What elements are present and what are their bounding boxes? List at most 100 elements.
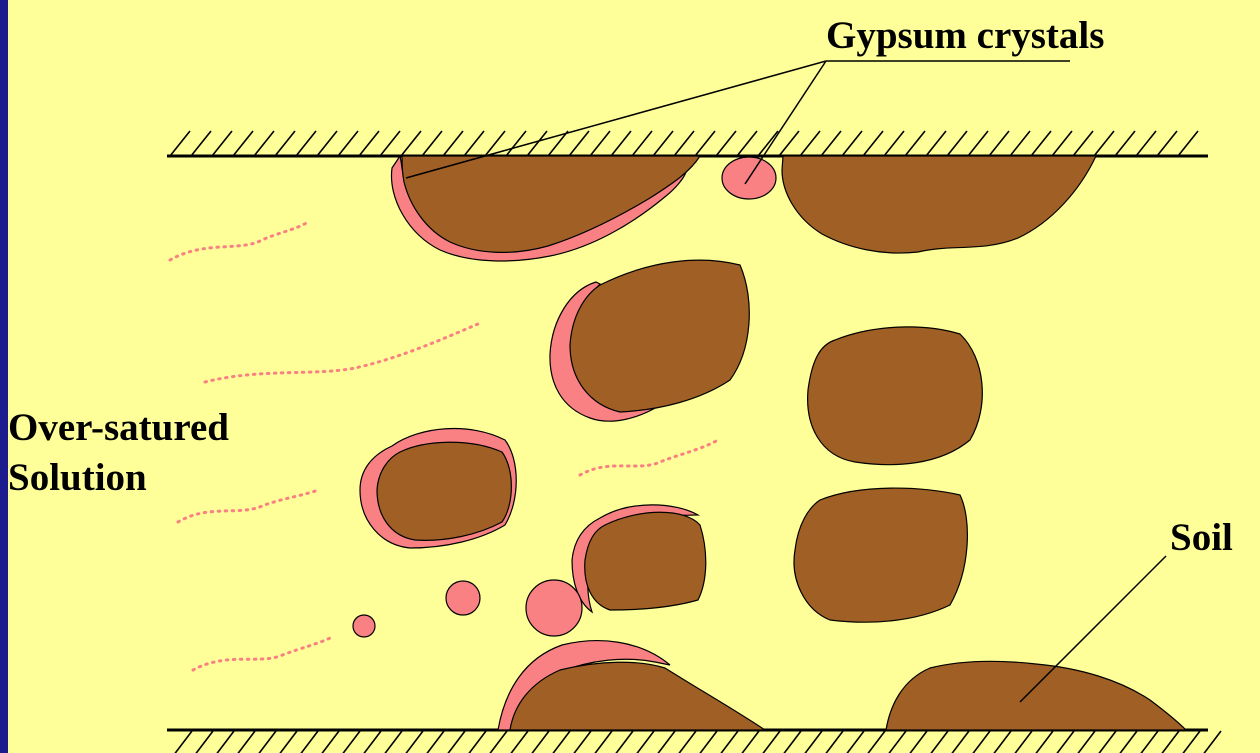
hatch-mark: [968, 131, 988, 156]
hatch-mark: [1157, 131, 1177, 156]
hatch-mark: [548, 131, 568, 156]
hatch-mark: [1031, 131, 1051, 156]
hatch-mark: [380, 731, 402, 753]
hatch-mark: [884, 131, 904, 156]
hatch-mark: [821, 731, 843, 753]
hatch-mark: [1136, 731, 1158, 753]
hatch-mark: [275, 731, 297, 753]
solution-label-line1: Over-satured: [8, 406, 229, 449]
soil-particle: [585, 512, 706, 610]
hatch-mark: [1178, 131, 1198, 156]
hatch-mark: [233, 131, 253, 156]
hatch-mark: [821, 131, 841, 156]
hatch-mark: [1136, 131, 1156, 156]
hatch-mark: [863, 131, 883, 156]
hatch-mark: [989, 131, 1009, 156]
hatch-mark: [968, 731, 990, 753]
hatch-mark: [800, 731, 822, 753]
hatch-mark: [275, 131, 295, 156]
hatch-mark: [1052, 131, 1072, 156]
hatch-mark: [380, 131, 400, 156]
hatch-mark: [422, 731, 444, 753]
hatch-mark: [779, 731, 801, 753]
hatch-mark: [863, 731, 885, 753]
hatch-mark: [905, 131, 925, 156]
hatch-mark: [1094, 731, 1116, 753]
hatch-mark: [590, 131, 610, 156]
hatch-mark: [485, 131, 505, 156]
hatch-mark: [926, 131, 946, 156]
hatch-mark: [443, 131, 463, 156]
hatch-mark: [842, 731, 864, 753]
flow-trace: [170, 222, 308, 260]
hatch-mark: [464, 131, 484, 156]
hatch-mark: [506, 131, 526, 156]
soil-particle: [377, 442, 511, 540]
flow-trace: [580, 440, 718, 475]
hatch-mark: [800, 131, 820, 156]
hatch-mark: [758, 731, 780, 753]
hatch-mark: [632, 131, 652, 156]
hatch-mark: [317, 731, 339, 753]
hatch-mark: [254, 731, 276, 753]
hatch-mark: [716, 131, 736, 156]
soil-particle: [794, 488, 967, 622]
hatch-mark: [191, 131, 211, 156]
hatch-mark: [779, 131, 799, 156]
hatch-mark: [884, 731, 906, 753]
hatch-mark: [653, 131, 673, 156]
hatch-mark: [296, 731, 318, 753]
hatch-mark: [1010, 731, 1032, 753]
bottom-wall-hatching: [170, 731, 1221, 753]
hatch-mark: [653, 731, 675, 753]
soil-particle: [808, 327, 983, 465]
hatch-mark: [1073, 131, 1093, 156]
hatch-mark: [905, 731, 927, 753]
hatch-mark: [254, 131, 274, 156]
hatch-mark: [401, 731, 423, 753]
hatch-mark: [758, 131, 778, 156]
hatch-mark: [1031, 731, 1053, 753]
hatch-mark: [443, 731, 465, 753]
hatch-mark: [569, 731, 591, 753]
hatch-mark: [1157, 731, 1179, 753]
flow-trace: [178, 490, 318, 522]
hatch-mark: [674, 131, 694, 156]
hatch-mark: [548, 731, 570, 753]
hatch-mark: [359, 131, 379, 156]
gypsum-crystals-label: Gypsum crystals: [826, 14, 1104, 57]
soil-particle: [886, 661, 1186, 730]
hatch-mark: [485, 731, 507, 753]
hatch-mark: [947, 731, 969, 753]
hatch-mark: [1052, 731, 1074, 753]
hatch-mark: [569, 131, 589, 156]
hatch-mark: [359, 731, 381, 753]
flow-trace: [205, 324, 478, 382]
hatch-mark: [590, 731, 612, 753]
hatch-mark: [506, 731, 528, 753]
hatch-mark: [170, 731, 192, 753]
hatch-mark: [212, 731, 234, 753]
hatch-mark: [1115, 731, 1137, 753]
hatch-mark: [716, 731, 738, 753]
hatch-mark: [842, 131, 862, 156]
hatch-mark: [296, 131, 316, 156]
hatch-mark: [632, 731, 654, 753]
hatch-mark: [926, 731, 948, 753]
gypsum-crystal: [353, 615, 375, 637]
hatch-mark: [695, 131, 715, 156]
hatch-mark: [1094, 131, 1114, 156]
hatch-mark: [527, 731, 549, 753]
soil-label: Soil: [1170, 516, 1233, 559]
hatch-mark: [1178, 731, 1200, 753]
hatch-mark: [1073, 731, 1095, 753]
soil-particle: [782, 156, 1096, 253]
hatch-mark: [317, 131, 337, 156]
hatch-mark: [233, 731, 255, 753]
hatch-mark: [464, 731, 486, 753]
solution-label-line2: Solution: [8, 456, 147, 499]
hatch-mark: [674, 731, 696, 753]
hatch-mark: [170, 131, 190, 156]
